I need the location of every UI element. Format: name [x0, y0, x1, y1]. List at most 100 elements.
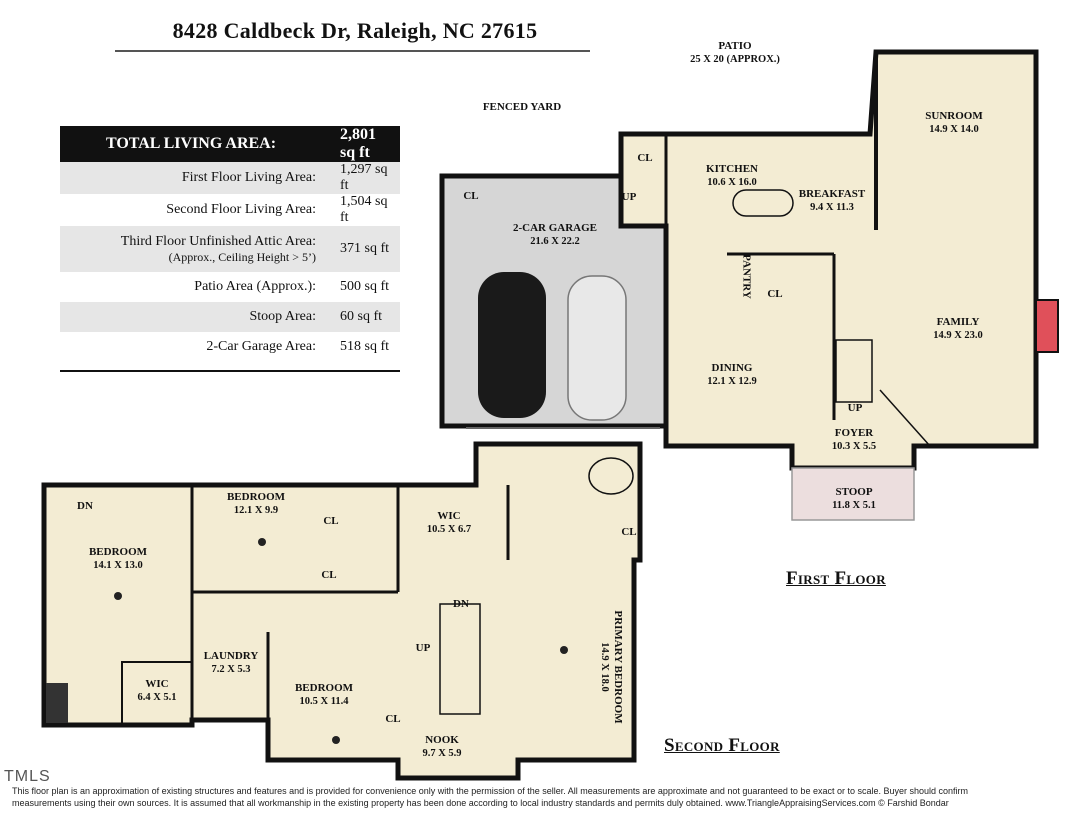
- laundry-label: LAUNDRY 7.2 X 5.3: [196, 650, 266, 676]
- stoop-slab: [791, 467, 915, 521]
- wic-box: [121, 661, 193, 725]
- area-value: 60 sq ft: [322, 302, 400, 332]
- table-bottom-rule: [60, 370, 400, 372]
- room-name: DINING: [711, 362, 753, 374]
- area-label: First Floor Living Area:: [60, 162, 322, 194]
- stair-down-label: DN: [453, 598, 469, 610]
- black-car-icon: [478, 272, 546, 418]
- area-label: Patio Area (Approx.):: [194, 279, 316, 294]
- room-dimension: 14.9 X 18.0: [599, 642, 610, 692]
- area-value: 500 sq ft: [340, 279, 389, 294]
- area-value: 1,297 sq ft: [322, 162, 400, 194]
- room-name: BEDROOM: [294, 682, 354, 694]
- area-value: 371 sq ft: [322, 226, 400, 272]
- patio-label: PATIO 25 X 20 (APPROX.): [690, 40, 780, 66]
- title-underline: [115, 50, 590, 52]
- room-dimension: 10.5 X 11.4: [299, 696, 349, 707]
- dining-room-label: DINING 12.1 X 12.9: [694, 362, 770, 388]
- stair-up-label: UP: [415, 642, 431, 654]
- closet-label: CL: [323, 515, 339, 527]
- room-name: FOYER: [834, 427, 874, 439]
- room-name: PRIMARY BEDROOM: [612, 610, 624, 724]
- bathtub-icon: [588, 457, 634, 495]
- stair-down-label: DN: [77, 500, 93, 512]
- garage-label: 2-CAR GARAGE 21.6 X 22.2: [500, 222, 610, 248]
- first-floor-label: First Floor: [786, 568, 886, 589]
- room-name: WIC: [145, 678, 169, 690]
- family-room-label: FAMILY 14.9 X 23.0: [920, 316, 996, 342]
- table-row: Second Floor Living Area: 1,504 sq ft: [60, 194, 400, 226]
- room-dimension: 9.4 X 11.3: [810, 202, 854, 213]
- disclaimer-line: measurements using their own sources. It…: [12, 798, 949, 808]
- room-name: BEDROOM: [226, 491, 286, 503]
- second-floor-plan: [41, 441, 643, 781]
- white-car-icon: [567, 275, 627, 421]
- pantry-label: PANTRY: [740, 254, 753, 299]
- closet-label: CL: [621, 526, 637, 538]
- bedroom-label: BEDROOM 10.5 X 11.4: [284, 682, 364, 708]
- room-name: NOOK: [425, 734, 459, 746]
- ceiling-fan-icon: [114, 538, 568, 744]
- room-dimension: 21.6 X 22.2: [530, 236, 580, 247]
- mls-logo: TMLS: [4, 768, 51, 785]
- area-value: 1,504 sq ft: [340, 194, 388, 225]
- total-area-value: 2,801 sq ft: [322, 126, 400, 162]
- foyer-label: FOYER 10.3 X 5.5: [816, 427, 892, 453]
- table-row: First Floor Living Area: 1,297 sq ft: [60, 162, 400, 194]
- closet-label: CL: [637, 152, 653, 164]
- closet-label: CL: [463, 190, 479, 202]
- table-header-row: TOTAL LIVING AREA: 2,801 sq ft: [60, 126, 400, 162]
- closet-label: CL: [385, 713, 401, 725]
- area-value: 518 sq ft: [340, 339, 389, 354]
- second-floor-outline: [41, 441, 643, 781]
- table-row: Patio Area (Approx.): 500 sq ft: [60, 272, 400, 302]
- disclaimer-text: This floor plan is an approximation of e…: [12, 785, 1077, 809]
- staircase-icon: [835, 339, 873, 403]
- stair-up-label: UP: [621, 191, 637, 203]
- walk-in-closet-label: WIC 10.5 X 6.7: [414, 510, 484, 536]
- stair-up-label: UP: [847, 402, 863, 414]
- area-sublabel: (Approx., Ceiling Height > 5’): [168, 249, 316, 264]
- attic-hatch: [46, 683, 68, 723]
- disclaimer-line: This floor plan is an approximation of e…: [12, 786, 969, 796]
- staircase-icon: [439, 603, 481, 715]
- room-dimension: 10.5 X 6.7: [426, 524, 472, 535]
- room-name: BEDROOM: [88, 546, 148, 558]
- area-summary-table: TOTAL LIVING AREA: 2,801 sq ft First Flo…: [60, 126, 400, 362]
- room-name: WIC: [437, 510, 461, 522]
- room-name: FAMILY: [936, 316, 980, 328]
- property-address-title: 8428 Caldbeck Dr, Raleigh, NC 27615: [172, 18, 538, 43]
- room-name: 2-CAR GARAGE: [512, 222, 598, 234]
- room-dimension: 10.6 X 16.0: [707, 177, 757, 188]
- closet-label: CL: [767, 288, 783, 300]
- foyer-angle-wall: [879, 389, 931, 447]
- room-name: LAUNDRY: [203, 650, 259, 662]
- area-label: Third Floor Unfinished Attic Area:: [120, 233, 316, 249]
- room-dimension: 11.8 X 5.1: [832, 500, 876, 511]
- breakfast-label: BREAKFAST 9.4 X 11.3: [792, 188, 872, 214]
- area-label-cell: Third Floor Unfinished Attic Area: (Appr…: [60, 226, 322, 272]
- first-floor-plan: [439, 49, 1059, 521]
- area-label: 2-Car Garage Area:: [206, 339, 316, 354]
- fenced-yard-label: FENCED YARD: [482, 101, 562, 113]
- room-dimension: 12.1 X 9.9: [233, 505, 279, 516]
- total-area-label: TOTAL LIVING AREA:: [60, 126, 322, 162]
- room-name: STOOP: [835, 486, 873, 498]
- walk-in-closet-label: WIC 6.4 X 5.1: [126, 678, 188, 704]
- bedroom-label: BEDROOM 14.1 X 13.0: [78, 546, 158, 572]
- nook-label: NOOK 9.7 X 5.9: [412, 734, 472, 760]
- room-name: KITCHEN: [706, 163, 758, 175]
- room-dimension: 14.9 X 23.0: [933, 330, 983, 341]
- table-row: Third Floor Unfinished Attic Area: (Appr…: [60, 226, 400, 272]
- sunroom-label: SUNROOM 14.9 X 14.0: [916, 110, 992, 136]
- room-dimension: 12.1 X 12.9: [707, 376, 757, 387]
- table-row: Stoop Area: 60 sq ft: [60, 302, 400, 332]
- area-label: Second Floor Living Area:: [166, 202, 316, 217]
- fireplace-icon: [1035, 299, 1059, 353]
- stoop-label: STOOP 11.8 X 5.1: [816, 486, 892, 512]
- table-row: 2-Car Garage Area: 518 sq ft: [60, 332, 400, 362]
- room-name: SUNROOM: [925, 110, 983, 122]
- room-dimension: 10.3 X 5.5: [831, 441, 877, 452]
- bedroom-label: BEDROOM 12.1 X 9.9: [216, 491, 296, 517]
